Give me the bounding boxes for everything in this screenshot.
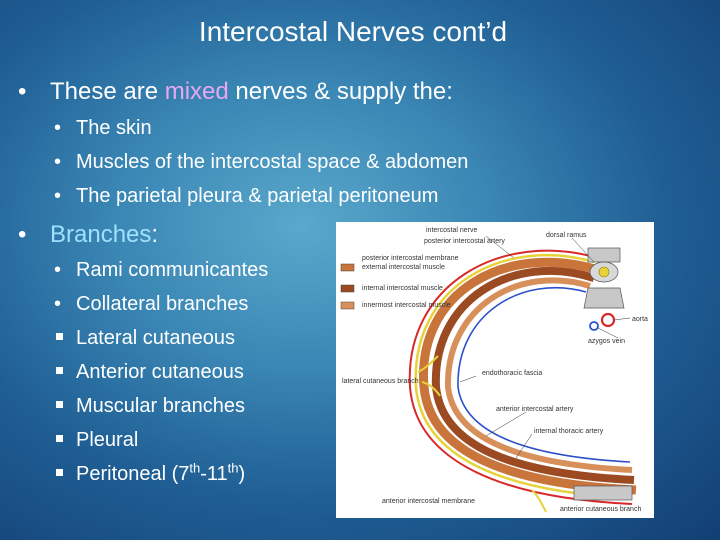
label-aorta: aorta	[632, 316, 648, 323]
sternum	[573, 485, 633, 501]
internal-intercostal-arc	[431, 266, 635, 484]
label-anterior-intercostal-membrane: anterior intercostal membrane	[382, 498, 475, 505]
label-lateral-cutaneous-branch: lateral cutaneous branch	[342, 378, 419, 385]
highlight-branches: Branches	[50, 221, 152, 248]
spinal-cord	[598, 266, 610, 278]
legend-swatch-internal	[340, 284, 355, 293]
azygos-vessel	[589, 321, 599, 331]
bullet-dot: •	[54, 151, 62, 173]
innermost-intercostal-arc	[444, 277, 633, 473]
branch-lateral-cutaneous: Lateral cutaneous	[54, 327, 235, 350]
branch-muscular: Muscular branches	[54, 395, 245, 418]
label-dorsal-ramus: dorsal ramus	[546, 232, 587, 239]
vertebra-spine	[587, 247, 621, 263]
anterior-cutaneous-branch	[531, 489, 547, 513]
legend-swatch-external	[340, 263, 355, 272]
external-intercostal-arc	[419, 257, 637, 495]
label-azygos-vein: azygos vein	[588, 338, 625, 345]
label-endothoracic-fascia: endothoracic fascia	[482, 370, 543, 377]
intercostal-nerve-diagram: intercostal nerve posterior intercostal …	[336, 222, 654, 518]
square-bullet-icon	[56, 435, 63, 443]
aorta-vessel	[600, 312, 616, 328]
lateral-cutaneous-branch	[417, 355, 441, 397]
label-posterior-intercostal-artery: posterior intercostal artery	[424, 238, 505, 245]
slide-title: Intercostal Nerves cont’d	[198, 16, 508, 47]
label-intercostal-nerve: intercostal nerve	[426, 227, 478, 234]
branch-pleural: Pleural	[54, 429, 138, 452]
branch-rami-communicantes: •Rami communicantes	[54, 259, 269, 281]
branch-anterior-cutaneous: Anterior cutaneous	[54, 361, 244, 384]
square-bullet-icon	[56, 367, 63, 375]
label-anterior-cutaneous-branch: anterior cutaneous branch	[560, 506, 642, 513]
bullet-dot: •	[54, 259, 62, 281]
intercostal-nerve-path	[414, 253, 633, 500]
branch-peritoneal: Peritoneal (7th-11th)	[54, 461, 245, 486]
sub-bullet-muscles: •Muscles of the intercostal space & abdo…	[54, 151, 469, 173]
bullet-dot: •	[18, 221, 27, 248]
bullet-branches: •Branches:	[18, 221, 159, 248]
highlight-mixed: mixed	[164, 78, 229, 105]
label-internal-intercostal-muscle: internal intercostal muscle	[362, 285, 443, 292]
label-external-intercostal-muscle: external intercostal muscle	[362, 264, 445, 271]
leader-lines	[459, 235, 631, 459]
label-internal-thoracic-artery: internal thoracic artery	[534, 428, 604, 435]
anatomy-illustration	[340, 235, 637, 513]
bullet-mixed-nerves: •These are mixed nerves & supply the:	[18, 78, 453, 105]
vertebral-body	[583, 287, 625, 309]
sub-bullet-pleura: •The parietal pleura & parietal peritone…	[54, 185, 439, 207]
bullet-dot: •	[54, 185, 62, 207]
legend-swatch-innermost	[340, 301, 355, 310]
bullet-dot: •	[18, 78, 27, 105]
vein-path	[457, 287, 631, 463]
label-posterior-intercostal-membrane: posterior intercostal membrane	[362, 255, 459, 262]
label-anterior-intercostal-artery: anterior intercostal artery	[496, 406, 574, 413]
square-bullet-icon	[56, 401, 63, 409]
branch-collateral: •Collateral branches	[54, 293, 249, 315]
label-innermost-intercostal-muscle: innermost intercostal muscle	[362, 302, 451, 309]
square-bullet-icon	[56, 333, 63, 341]
sub-bullet-skin: •The skin	[54, 117, 152, 139]
bullet-dot: •	[54, 293, 62, 315]
bullet-dot: •	[54, 117, 62, 139]
square-bullet-icon	[56, 469, 63, 477]
